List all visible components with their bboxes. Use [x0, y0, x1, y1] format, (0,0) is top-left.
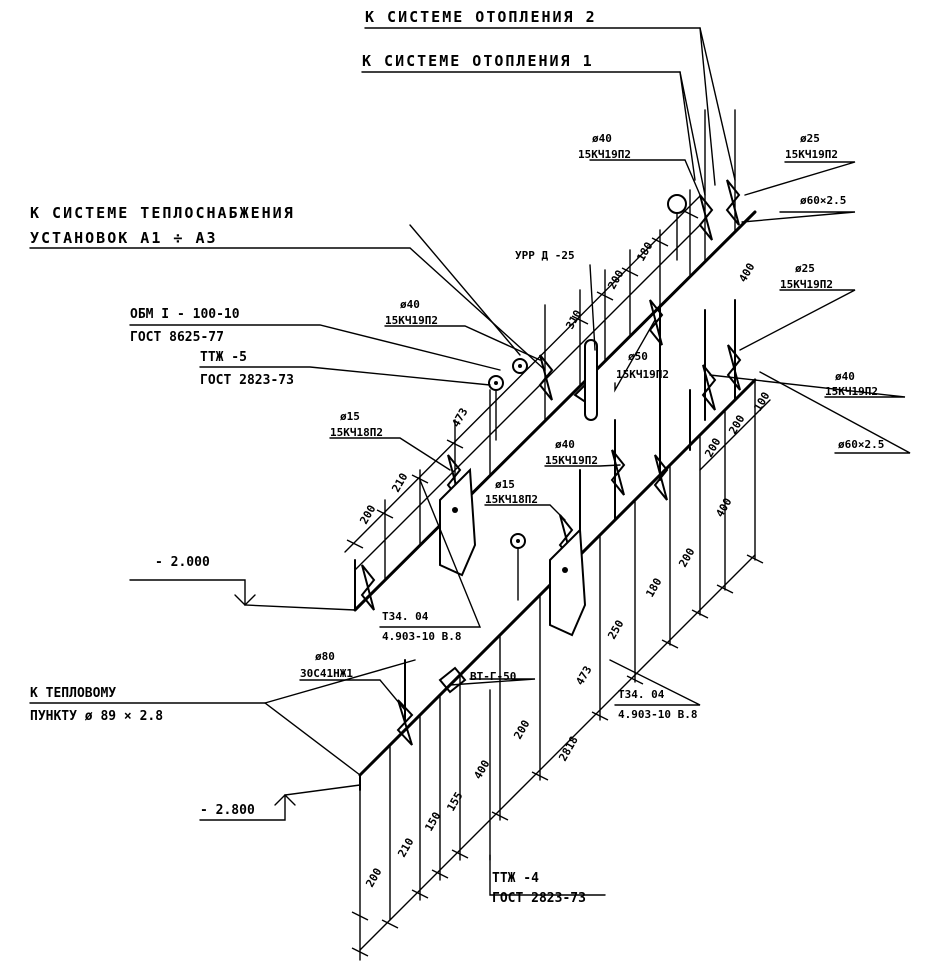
valve-d25-lower [726, 344, 742, 391]
label-heating2: К СИСТЕМЕ ОТОПЛЕНИЯ 2 [365, 8, 597, 26]
gauges [488, 194, 687, 601]
valve-label-spec: 15КЧ18П2 [330, 426, 383, 439]
label-t34a-top: Т34. 04 [382, 610, 429, 623]
valve-label-spec: 15КЧ18П2 [485, 493, 538, 506]
dim-label: 200 [511, 718, 532, 742]
valve-low-left [360, 564, 376, 611]
valve-label-spec: 15КЧ19П2 [785, 148, 838, 161]
dim-label: 200 [605, 268, 626, 292]
dim-label: 400 [713, 496, 734, 520]
ticks [346, 209, 764, 957]
label-supply-2: УСТАНОВОК А1 ÷ А3 [30, 229, 218, 247]
valve-d80 [396, 699, 414, 746]
text-labels: К СИСТЕМЕ ОТОПЛЕНИЯ 2 К СИСТЕМЕ ОТОПЛЕНИ… [30, 8, 697, 906]
dim-label: 200 [357, 503, 378, 527]
valve-label-spec: 15КЧ19П2 [545, 454, 598, 467]
dim-label: 200 [676, 546, 697, 570]
valve-label-d: ø80 [315, 650, 335, 663]
regulator-urrd [584, 339, 598, 421]
valve-label-d: ø60×2.5 [838, 438, 884, 451]
dim-label: 210 [395, 836, 416, 860]
label-bt: ВТ-Г-50 [470, 670, 516, 683]
dim-label: 250 [605, 618, 626, 642]
label-urrd: УРР Д -25 [515, 249, 575, 262]
label-pipe-bot: ПУНКТУ ø 89 × 2.8 [30, 709, 163, 724]
valve-label-d: ø25 [795, 262, 815, 275]
label-elev-2000: - 2.000 [155, 555, 210, 570]
dim-label: 210 [389, 471, 410, 495]
upper-verticals [384, 109, 736, 581]
valve-d40-mid [610, 449, 626, 496]
valve-label-d: ø50 [628, 350, 648, 363]
valve-supply [538, 354, 554, 401]
dim-label: 400 [736, 261, 757, 285]
label-t34a-bot: 4.903-10 В.8 [382, 630, 461, 643]
dim-label: 200 [702, 436, 723, 460]
valve-label-d: ø40 [592, 132, 612, 145]
dim-label: 200 [363, 866, 384, 890]
label-elev-2800: - 2.800 [200, 803, 255, 818]
dim-label: 200 [726, 413, 747, 437]
valve-heating2 [725, 179, 741, 226]
upper-main-pipe [353, 210, 757, 612]
label-supply-1: К СИСТЕМЕ ТЕПЛОСНАБЖЕНИЯ [30, 204, 295, 222]
leader-lines [29, 27, 911, 896]
dim-label: 180 [643, 576, 664, 600]
valve-d40-right [653, 454, 669, 501]
dim-label: 310 [563, 308, 584, 332]
valve-label-d: ø15 [495, 478, 515, 491]
valve-label-d: ø15 [340, 410, 360, 423]
dim-label: 155 [444, 790, 465, 814]
dim-label: 2818 [556, 734, 581, 763]
valve-label-d: ø40 [555, 438, 575, 451]
label-obm: ОБМ I - 100-10 [130, 307, 240, 322]
valve-label-d: ø25 [800, 132, 820, 145]
valve-label-d: ø60×2.5 [800, 194, 846, 207]
valve-label-spec: 15КЧ19П2 [385, 314, 438, 327]
label-t34b-bot: 4.903-10 В.8 [618, 708, 697, 721]
label-t34b-top: Т34. 04 [618, 688, 665, 701]
dimension-rails [344, 195, 771, 951]
label-obm-gost: ГОСТ 8625-77 [130, 330, 224, 345]
valve-labels: ø40 15КЧ19П2 ø25 15КЧ19П2 ø60×2.5 ø40 15… [300, 132, 884, 680]
valve-label-d: ø40 [400, 298, 420, 311]
valve-label-spec: 15КЧ19П2 [578, 148, 631, 161]
valve-label-spec: 15КЧ19П2 [825, 385, 878, 398]
filter-left [439, 467, 477, 577]
label-ttzh5: ТТЖ -5 [200, 350, 247, 365]
label-ttzh4: ТТЖ -4 [492, 871, 539, 886]
label-heating1: К СИСТЕМЕ ОТОПЛЕНИЯ 1 [362, 52, 594, 70]
drop-lines [359, 379, 756, 961]
valve-label-spec: 15КЧ19П2 [616, 368, 669, 381]
elevation-markers [129, 579, 361, 821]
gauge-top [667, 194, 687, 214]
label-ttzh5-gost: ГОСТ 2823-73 [200, 373, 294, 388]
valve-bt [438, 666, 467, 694]
label-pipe-top: К ТЕПЛОВОМУ [30, 686, 116, 701]
label-ttzh4-gost: ГОСТ 2823-73 [492, 891, 586, 906]
filter-right [549, 527, 587, 637]
valve-label-spec: 15КЧ19П2 [780, 278, 833, 291]
dim-label: 473 [449, 406, 470, 430]
valve-label-d: ø40 [835, 370, 855, 383]
dim-label: 473 [573, 664, 594, 688]
valve-heating1 [698, 194, 714, 241]
valve-label-spec: 30С41НЖ1 [300, 667, 353, 680]
